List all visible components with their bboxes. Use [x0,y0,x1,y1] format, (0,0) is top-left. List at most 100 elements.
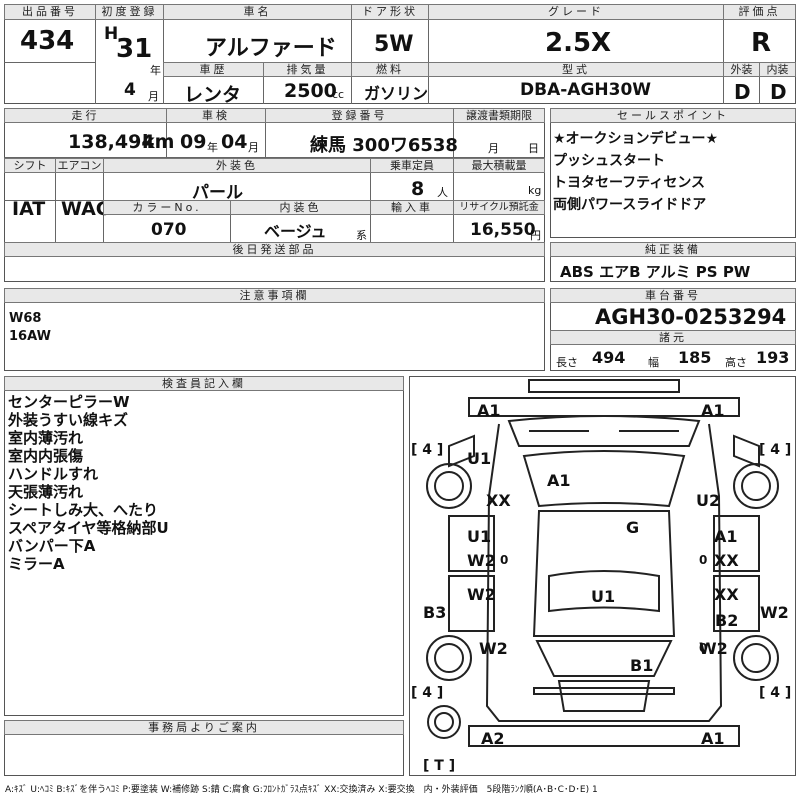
damage-mark: 0 [500,553,508,567]
mileage: 138,494 [68,131,155,153]
damage-mark: XX [486,491,511,510]
tire-tread-rl: [ 4 ] [411,685,443,701]
ac-label: エアコン [55,158,104,173]
inspection-year: 09 [180,131,207,153]
model-code: DBA-AGH30W [520,80,652,100]
damage-mark: XX [714,585,739,604]
width-value: 185 [678,348,712,367]
int-score-label: 内装 [759,62,796,77]
remark-line: センターピラーW [8,393,130,411]
first-reg-month: 4 [124,80,136,100]
kg-unit: kg [528,184,542,197]
person-unit: 人 [437,186,448,199]
car-name: アルファード [205,36,337,61]
int-color-label: 内装色 [230,200,371,215]
length-label: 長さ [556,356,578,369]
damage-mark: G [626,518,639,537]
door-type: 5W [374,32,414,57]
remark-line: 室内薄汚れ [8,429,84,447]
damage-mark: A1 [547,471,571,490]
tire-tread-fl: [ 4 ] [411,442,443,458]
sales-points-list: ★オークションデビュー★ プッシュスタート トヨタセーフティセンス 両側パワース… [553,128,718,216]
damage-mark: 0 [699,553,707,567]
capacity: 8 [411,178,425,200]
first-reg-year: 31 [116,34,153,64]
office-label: 事務局よりご案内 [4,720,404,735]
note-line: W68 [9,311,42,326]
score-label: 評価点 [723,4,796,20]
transfer-day-unit: 日 [528,142,539,155]
remark-line: 外装うすい線キズ [8,411,129,429]
load-label: 最大積載量 [453,158,545,173]
damage-mark: B1 [630,656,653,675]
ext-score: D [734,80,751,104]
displacement-label: 排気量 [263,62,352,77]
damage-mark: W2 [467,585,496,604]
notes-label: 注意事項欄 [4,288,545,303]
damage-mark: A2 [481,729,505,748]
sales-point-item: ★オークションデビュー★ [553,131,719,147]
damage-mark: A1 [701,729,725,748]
history: レンタ [184,84,242,106]
transfer-label: 譲渡書類期限 [453,108,545,123]
inspection-label: 車検 [166,108,266,123]
remark-line: スペアタイヤ等格納部U [8,519,169,537]
shift-label: シフト [4,158,56,173]
sales-points-label: セールスポイント [550,108,796,123]
damage-mark: U2 [696,491,720,510]
color-no-label: カラーNo. [103,200,231,215]
int-color: ベージュ [264,222,327,241]
plate-label: 登録番号 [265,108,454,123]
score: R [751,28,772,58]
int-score: D [770,80,787,104]
inspection-month: 04 [221,131,248,153]
length-value: 494 [592,348,626,367]
remark-line: ミラーA [8,555,65,573]
sales-point-item: 両側パワースライドドア [553,197,707,213]
notes-lines: W68 16AW [9,310,51,346]
transfer-month-unit: 月 [488,142,499,155]
damage-mark: A1 [477,401,501,420]
damage-mark: A1 [714,527,738,546]
remark-line: ハンドルすれ [8,465,99,483]
damage-mark: W2 [760,603,789,622]
legend: A:ｷｽﾞ U:ﾍｺﾐ B:ｷｽﾞを伴うﾍｺﾐ P:要塗装 W:補修跡 S:錆 … [5,785,598,795]
color-no: 070 [151,220,187,240]
chassis-number: AGH30-0253294 [595,305,787,329]
model-label: 型式 [428,62,724,77]
history-label: 車歴 [163,62,264,77]
shift: IAT [12,198,46,220]
grade-label: グレード [428,4,724,20]
year-unit: 年 [150,64,161,77]
damage-mark: W2 [699,639,728,658]
km-unit: km [142,131,175,153]
int-color-suffix: 系 [356,229,367,242]
sales-point-item: トヨタセーフティセンス [553,175,706,191]
damage-mark: W2 [467,551,496,570]
car-diagram: A1 A1 U1 XX A1 U2 U1 G A1 W2 0 0 XX W2 U… [411,379,791,774]
displacement: 2500 [284,80,337,102]
import-label: 輸入車 [370,200,454,215]
recycle-fee: 16,550 [470,220,536,240]
fuel: ガソリン [364,84,429,103]
fuel-label: 燃料 [351,62,429,77]
lot-number: 434 [20,26,75,56]
grade: 2.5X [545,28,612,58]
spare-tire: [ T ] [423,758,455,774]
door-label: ドア形状 [351,4,429,20]
cc-unit: cc [332,88,345,101]
month-unit: 月 [148,90,159,103]
inspection-year-unit: 年 [207,141,218,154]
capacity-label: 乗車定員 [370,158,454,173]
first-reg-label: 初度登録 [95,4,164,20]
remark-line: 室内内張傷 [8,447,84,465]
sales-point-item: プッシュスタート [553,153,665,169]
height-value: 193 [756,348,790,367]
damage-mark: U1 [467,527,491,546]
plate-number: 練馬 300ワ6538 [310,135,458,156]
era: H [104,24,119,44]
yen-unit: 円 [530,229,541,242]
damage-mark: B2 [715,611,738,630]
chassis-label: 車台番号 [550,288,796,303]
later-parts-label: 後日発送部品 [4,242,545,257]
